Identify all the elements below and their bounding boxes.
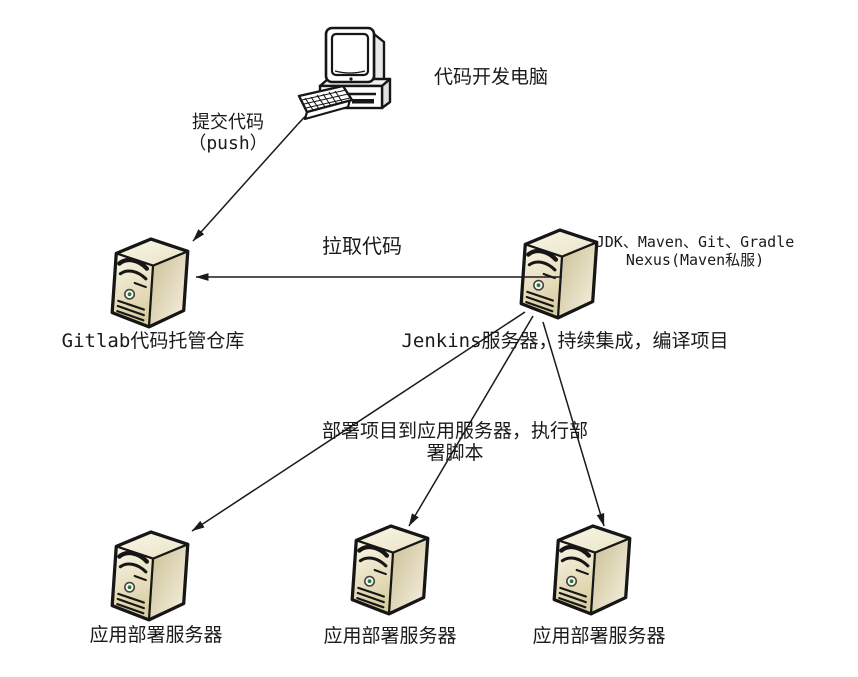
app-server-1-icon [110, 530, 192, 624]
jenkins-tools-line2: Nexus(Maven私服) [625, 251, 765, 269]
app-server-2-label: 应用部署服务器 [323, 625, 457, 647]
jenkins-server-label: Jenkins服务器，持续集成，编译项目 [401, 330, 729, 352]
pull-edge-label: 拉取代码 [322, 234, 402, 258]
jenkins-server-icon [519, 228, 601, 322]
deploy-edge-label-line2: 署脚本 [426, 442, 484, 464]
desktop-computer-icon [297, 26, 392, 125]
app-server-3-label: 应用部署服务器 [532, 625, 666, 647]
gitlab-server-label: Gitlab代码托管仓库 [61, 330, 245, 352]
push-edge-label-line1: 提交代码 [191, 112, 264, 133]
gitlab-server-icon [110, 237, 192, 331]
dev-computer-label: 代码开发电脑 [433, 66, 549, 88]
app-server-3-icon [552, 524, 634, 618]
app-server-2-icon [350, 524, 432, 618]
deploy-edge-label: 部署项目到应用服务器，执行部 署脚本 [322, 420, 588, 464]
jenkins-tools-label: JDK、Maven、Git、Gradle Nexus(Maven私服) [596, 233, 795, 269]
app-server-1-label: 应用部署服务器 [89, 624, 223, 646]
push-edge-label: 提交代码 （push） [188, 112, 267, 154]
jenkins-tools-line1: JDK、Maven、Git、Gradle [595, 233, 795, 251]
deploy-edge-label-line1: 部署项目到应用服务器，执行部 [321, 420, 589, 442]
push-edge-label-line2: （push） [188, 133, 268, 154]
